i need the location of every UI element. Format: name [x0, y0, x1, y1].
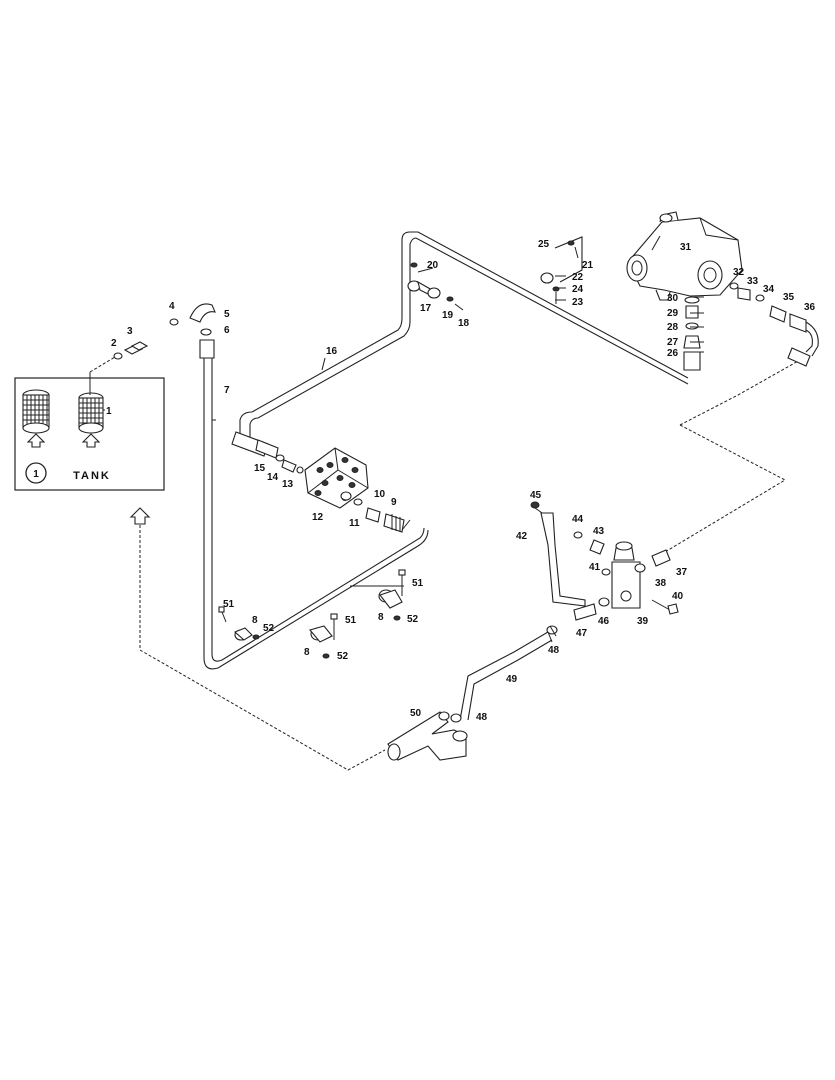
callout: 43	[593, 526, 605, 537]
callout: 7	[224, 385, 230, 396]
callout: 22	[572, 272, 584, 283]
callout: 6	[224, 325, 230, 336]
callout: 29	[667, 308, 679, 319]
callout: 21	[582, 260, 594, 271]
clamp-assembly	[378, 569, 406, 621]
callout: 33	[747, 276, 759, 287]
suction-hose-49	[459, 625, 557, 721]
arrow-up-icon	[26, 433, 46, 448]
callout: 18	[458, 318, 470, 329]
callout: 11	[349, 518, 360, 529]
callout: 35	[783, 292, 795, 303]
callout: 8	[378, 612, 384, 623]
callout: 16	[326, 346, 338, 357]
elbow-fitting	[189, 303, 216, 323]
callout: 32	[733, 267, 745, 278]
o-ring	[200, 328, 212, 336]
mounting-bracket-42	[540, 512, 586, 607]
callout: 23	[572, 297, 584, 308]
arrow-up-icon	[81, 433, 101, 448]
filter-assembly	[255, 439, 405, 533]
adapter-fitting	[123, 341, 149, 355]
callout: 51	[412, 578, 424, 589]
callout: 3	[127, 326, 133, 337]
callout: 52	[407, 614, 419, 625]
callout: 26	[667, 348, 679, 359]
callout: 40	[672, 591, 684, 602]
callout: 45	[530, 490, 542, 501]
callout: 17	[420, 303, 432, 314]
callout: 19	[442, 310, 454, 321]
callout: 8	[304, 647, 310, 658]
arrow-up-icon	[129, 507, 151, 525]
callout: 10	[374, 489, 386, 500]
callout: 36	[804, 302, 816, 313]
callout: 48	[548, 645, 560, 656]
callout: 27	[667, 337, 679, 348]
callout: 2	[111, 338, 117, 349]
valve-outlet-fittings	[729, 282, 819, 367]
valve-lower-fittings	[683, 296, 701, 371]
callout: 48	[476, 712, 488, 723]
callout: 52	[263, 623, 275, 634]
pressure-line-16	[231, 231, 689, 457]
o-ring	[113, 352, 123, 360]
legend-title: TANK	[73, 470, 111, 482]
callout: 25	[538, 239, 550, 250]
valve-body-31	[626, 211, 743, 301]
callout: 42	[516, 531, 528, 542]
callout: 39	[637, 616, 649, 627]
callout: 15	[254, 463, 266, 474]
callout: 8	[252, 615, 258, 626]
legend-index-circle	[25, 462, 47, 484]
legend-index: 1	[33, 469, 39, 480]
return-hose-assembly	[113, 303, 429, 670]
callout: 30	[667, 293, 679, 304]
callout: 51	[345, 615, 357, 626]
hose-end-fitting	[199, 339, 215, 359]
callout: 4	[169, 301, 175, 312]
valve-39-assembly	[530, 501, 679, 635]
callout: 51	[223, 599, 235, 610]
callout: 47	[576, 628, 588, 639]
clamp-assembly	[309, 613, 338, 659]
leader-lines	[89, 246, 704, 587]
filter-element-drawing	[22, 389, 50, 448]
tank-legend-box: 1 TANK	[14, 377, 165, 491]
callout: 52	[337, 651, 349, 662]
callout: 41	[589, 562, 601, 573]
callout: 38	[655, 578, 667, 589]
flow-lines	[89, 356, 801, 771]
callout: 31	[680, 242, 692, 253]
callout-labels: 1 2 3 4 5 6 7 8 8 8 9 10 11 12 13 14 15 …	[106, 239, 816, 723]
callout: 24	[572, 284, 584, 295]
callout: 14	[267, 472, 279, 483]
callout: 49	[506, 674, 518, 685]
callout: 37	[676, 567, 688, 578]
callout: 50	[410, 708, 422, 719]
callout: 1	[106, 406, 112, 417]
callout: 13	[282, 479, 294, 490]
callout: 9	[391, 497, 397, 508]
clamp-assembly	[218, 606, 260, 641]
callout: 5	[224, 309, 230, 320]
callout: 12	[312, 512, 324, 523]
callout: 44	[572, 514, 584, 525]
o-ring	[169, 318, 179, 326]
callout: 46	[598, 616, 610, 627]
tee-fitting-50	[387, 711, 468, 761]
callout: 20	[427, 260, 439, 271]
callout: 34	[763, 284, 775, 295]
callout: 28	[667, 322, 679, 333]
line-clamp-17	[407, 262, 464, 311]
filter-element-drawing	[78, 392, 105, 448]
